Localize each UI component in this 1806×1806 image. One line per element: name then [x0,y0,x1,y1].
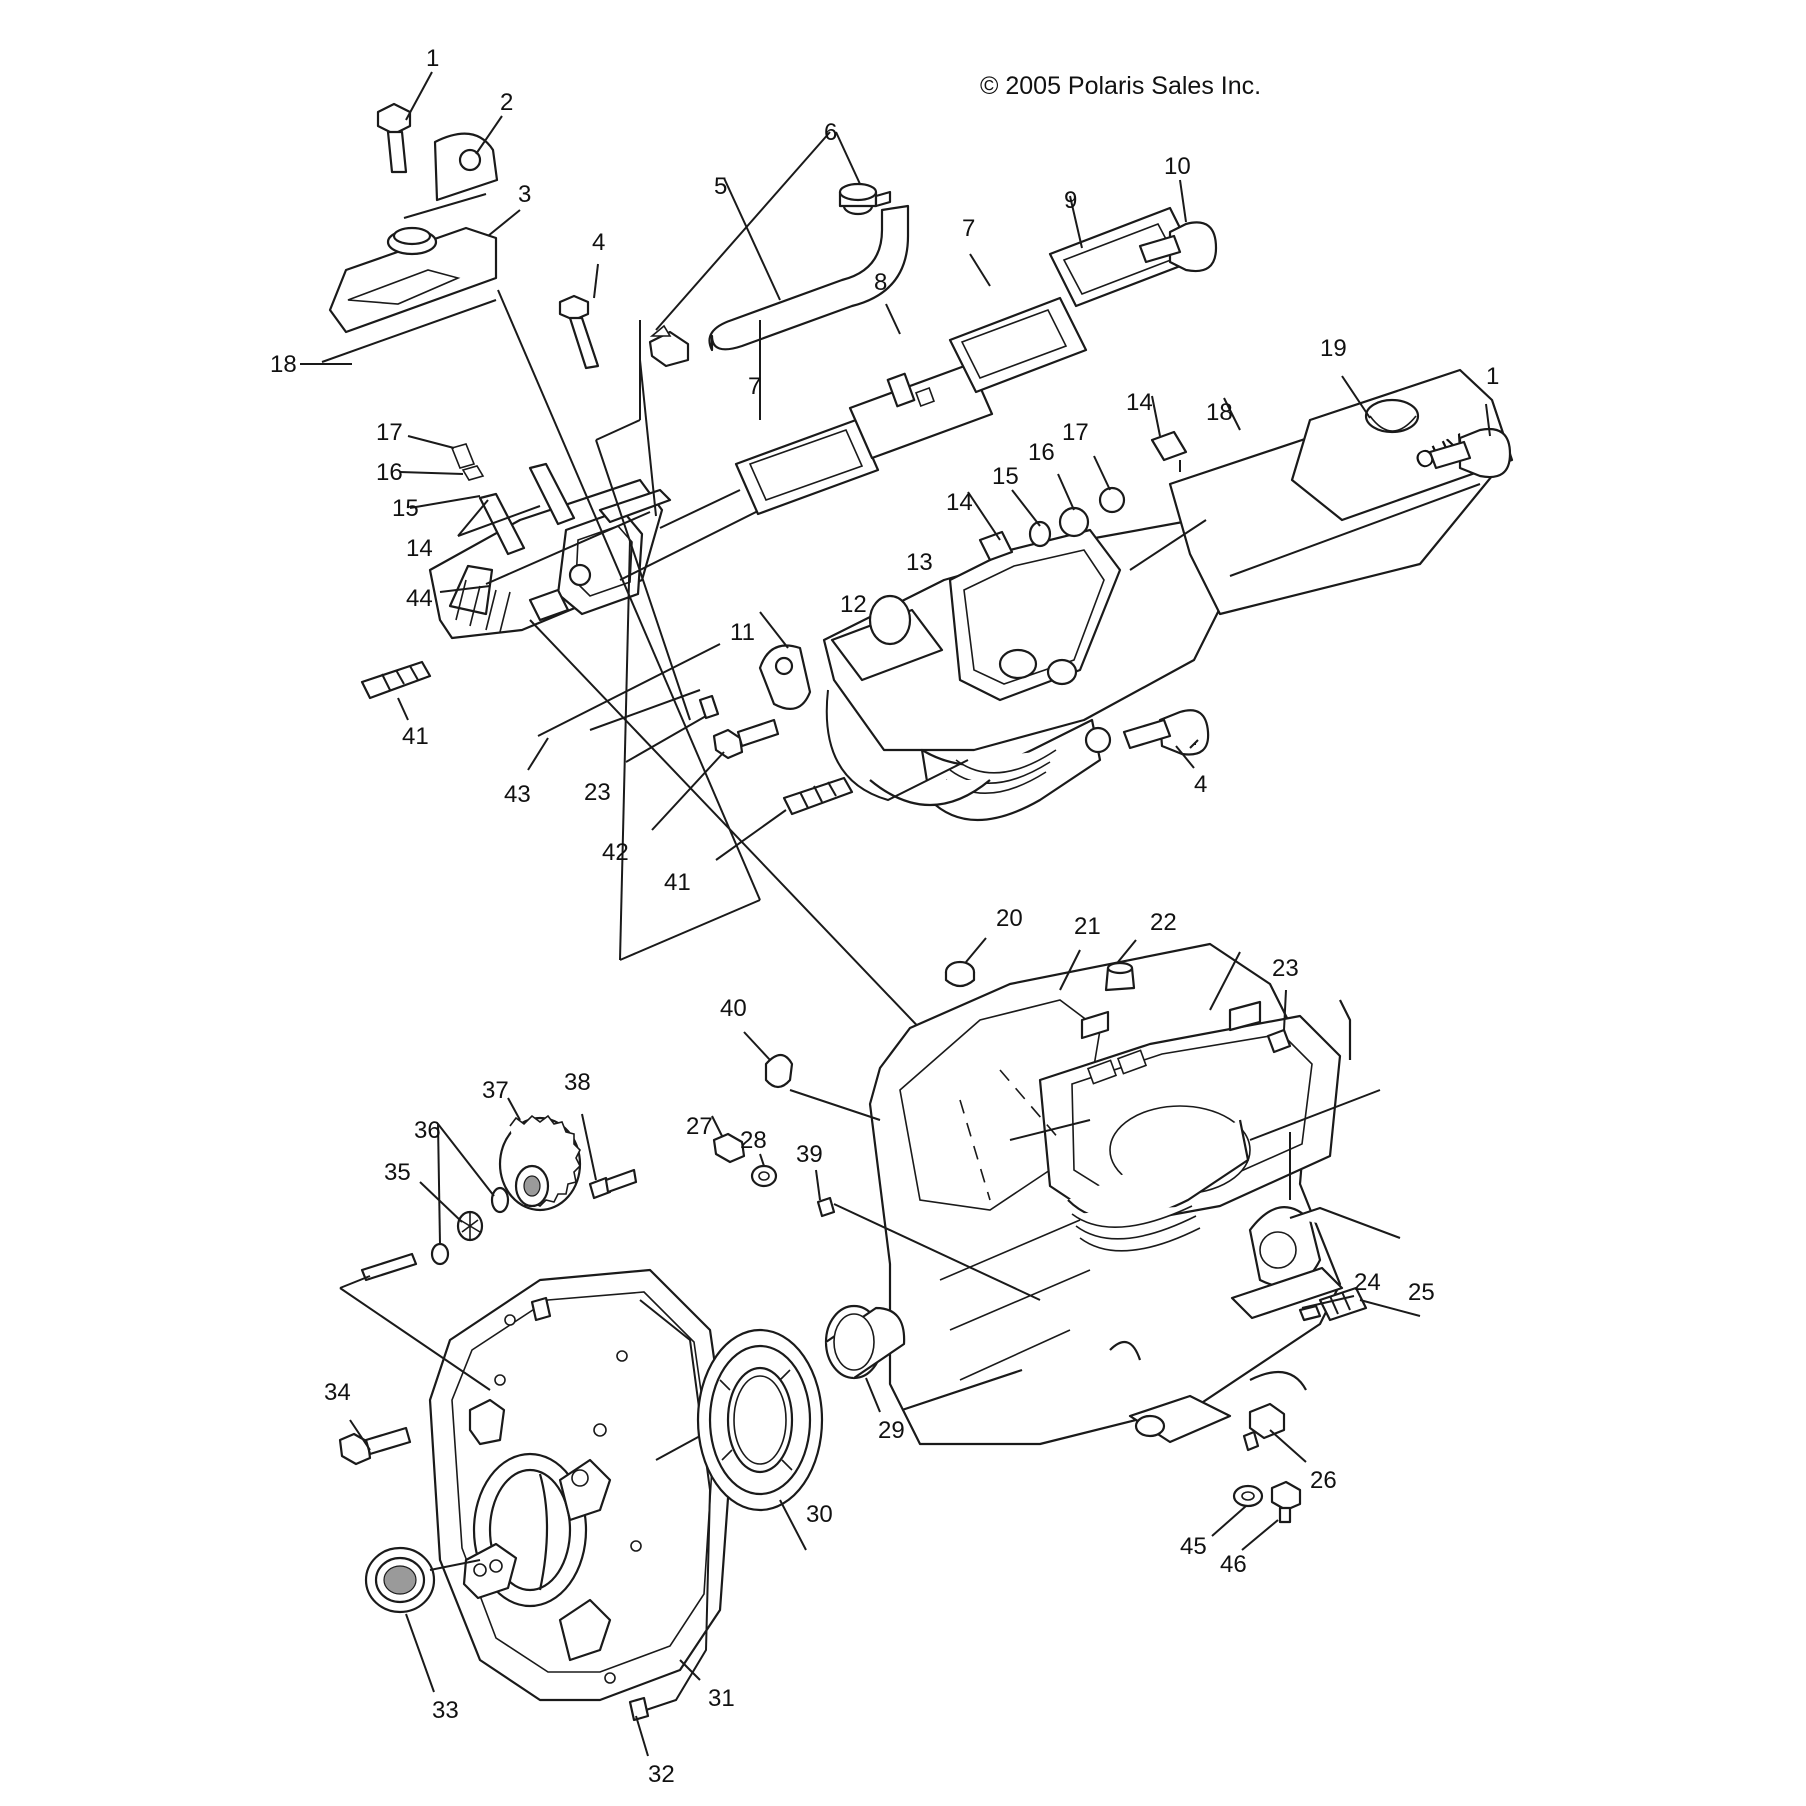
callout-27: 27 [686,1113,713,1140]
rocker-cover-left [321,102,499,363]
callout-24: 24 [1354,1269,1381,1296]
callout-9: 9 [1064,187,1077,214]
callout-18: 18 [270,351,297,378]
callout-36: 36 [414,1117,441,1144]
leader-lines-upper [300,71,951,1061]
callout-38: 38 [564,1069,591,1096]
callout-15: 15 [992,463,1019,490]
callout-18: 18 [1206,399,1233,426]
governor-small-parts [419,1113,638,1266]
callout-5: 5 [714,173,727,200]
valve-guides-right [967,395,1188,562]
callout-16: 16 [376,459,403,486]
callout-23: 23 [1272,955,1299,982]
breather-plate-stack [659,179,1218,529]
callout-43: 43 [504,781,531,808]
cylinder-head-left [360,294,721,737]
callout-7: 7 [962,215,975,242]
rocker-cover-right: OHV [1129,368,1514,616]
callout-34: 34 [324,1379,351,1406]
callout-numbers: 1 2 3 4 5 6 7 7 8 9 10 18 17 16 15 14 44… [270,45,1499,1788]
callout-1: 1 [426,45,439,72]
callout-13: 13 [906,549,933,576]
crankcase-small-parts [711,937,1421,1551]
callout-4: 4 [592,229,605,256]
breather-hose-assembly [639,131,910,517]
main-bearing [696,1328,824,1551]
callout-33: 33 [432,1697,459,1724]
callout-4: 4 [1194,771,1207,798]
callout-10: 10 [1164,153,1191,180]
callout-17: 17 [1062,419,1089,446]
callout-25: 25 [1408,1279,1435,1306]
head-fasteners-right [651,611,1210,861]
callout-37: 37 [482,1077,509,1104]
callout-40: 40 [720,995,747,1022]
callout-45: 45 [1180,1533,1207,1560]
callout-8: 8 [874,269,887,296]
callout-14: 14 [406,535,433,562]
cylinder-head-right [822,518,1236,822]
crankcase-cover [338,1252,732,1757]
callout-11: 11 [730,619,755,646]
callout-12: 12 [840,591,867,618]
sleeve-bushing [824,1304,906,1413]
callout-28: 28 [740,1127,767,1154]
callout-6: 6 [824,119,837,146]
callout-23: 23 [584,779,611,806]
callout-16: 16 [1028,439,1055,466]
callout-1: 1 [1486,363,1499,390]
callout-29: 29 [878,1417,905,1444]
callout-20: 20 [996,905,1023,932]
callout-7: 7 [748,373,761,400]
callout-32: 32 [648,1761,675,1788]
callout-26: 26 [1310,1467,1337,1494]
callout-2: 2 [500,89,513,116]
callout-42: 42 [602,839,629,866]
copyright-notice: © 2005 Polaris Sales Inc. [980,72,1261,100]
callout-31: 31 [708,1685,735,1712]
callout-39: 39 [796,1141,823,1168]
callout-19: 19 [1320,335,1347,362]
callout-15: 15 [392,495,419,522]
callout-21: 21 [1074,913,1101,940]
governor-gear [498,1097,582,1212]
callout-41: 41 [664,869,691,896]
callout-30: 30 [806,1501,833,1528]
callout-17: 17 [376,419,403,446]
callout-14: 14 [946,489,973,516]
callout-41: 41 [402,723,429,750]
callout-46: 46 [1220,1551,1247,1578]
callout-22: 22 [1150,909,1177,936]
callout-44: 44 [406,585,433,612]
callout-14: 14 [1126,389,1153,416]
callout-3: 3 [518,181,531,208]
callout-35: 35 [384,1159,411,1186]
crankcase [789,942,1401,1446]
